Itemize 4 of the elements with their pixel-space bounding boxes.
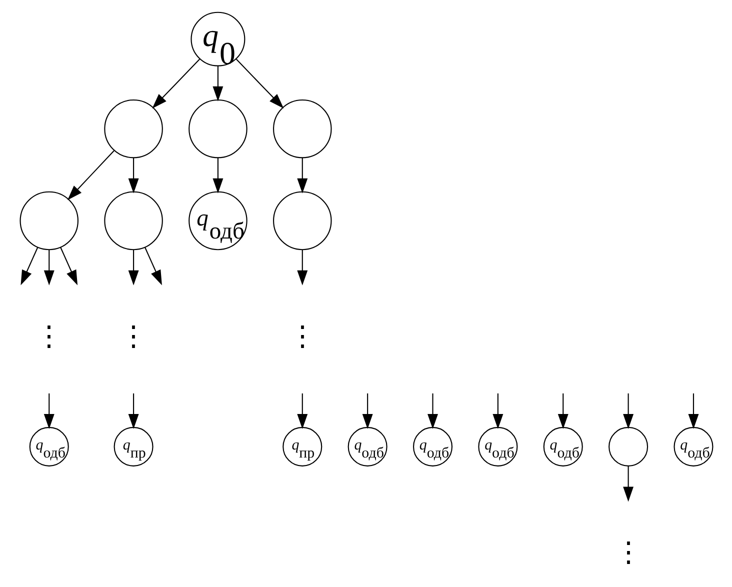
label: ⋮ xyxy=(119,321,148,352)
label: ⋮ xyxy=(34,321,63,352)
label: ⋮ xyxy=(288,321,316,352)
label: ⋮ xyxy=(614,538,642,569)
